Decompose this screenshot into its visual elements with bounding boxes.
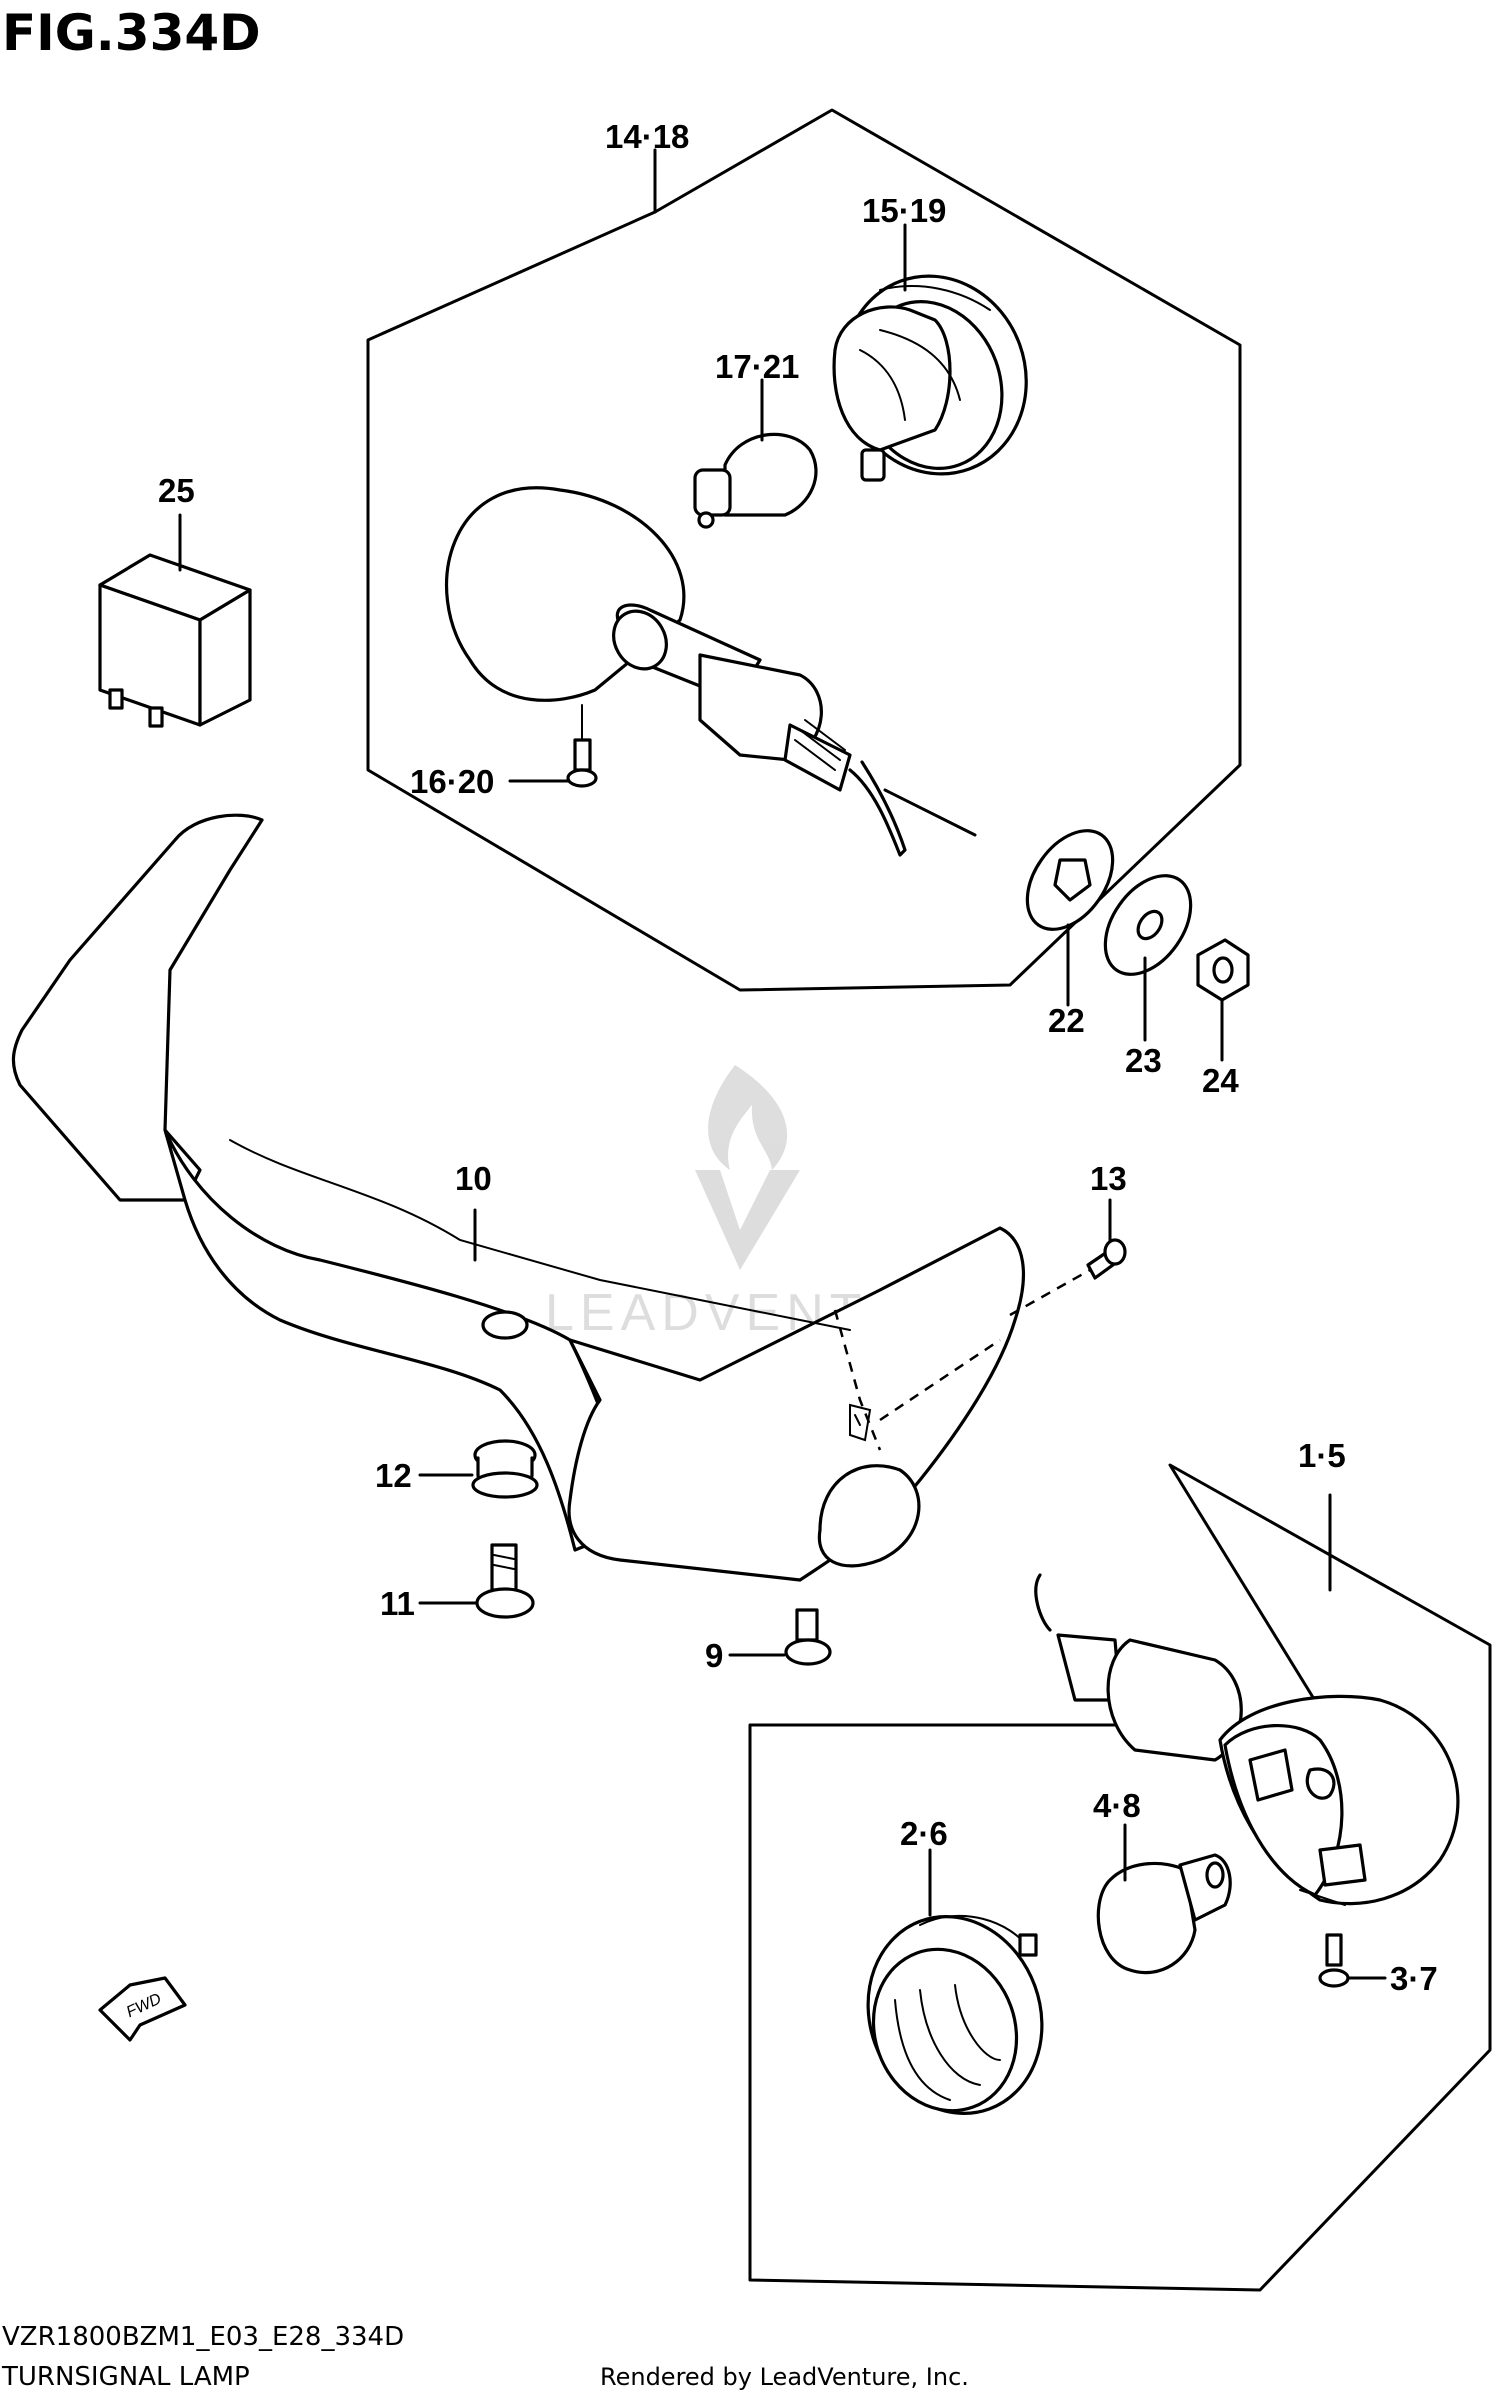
bulb-part-lower	[1096, 1853, 1232, 1975]
callout-label: 2·6	[900, 1815, 948, 1852]
callout-label: 25	[158, 472, 195, 509]
callout-label: 17·21	[715, 348, 799, 385]
callout-label: 12	[375, 1457, 412, 1494]
bracket-part	[11, 813, 1091, 1582]
callout-label: 23	[1125, 1042, 1162, 1079]
figure-name: TURNSIGNAL LAMP	[1, 2362, 250, 2392]
render-credit: Rendered by LeadVenture, Inc.	[600, 2363, 969, 2391]
figure-title: FIG.334D	[2, 4, 261, 62]
lens-part-lower	[866, 1914, 1044, 2115]
model-code: VZR1800BZM1_E03_E28_334D	[2, 2322, 404, 2352]
bolt-part-9	[784, 1608, 832, 1666]
relay-part	[98, 553, 252, 728]
callout-label: 24	[1202, 1062, 1239, 1099]
callout-label: 22	[1048, 1002, 1085, 1039]
callout-label: 3·7	[1390, 1960, 1438, 1997]
screw-part-13	[1086, 1238, 1127, 1280]
callout-label: 4·8	[1093, 1787, 1141, 1824]
assembly-outline-upper	[366, 108, 1242, 992]
turn-signal-body-upper	[445, 486, 977, 857]
callout-label: 10	[455, 1160, 492, 1197]
callout-label: 15·19	[862, 192, 946, 229]
turn-signal-body-lower	[1034, 1573, 1460, 1906]
callout-label: 13	[1090, 1160, 1127, 1197]
rubber-washer-part	[1025, 829, 1115, 931]
bolt-part	[475, 1543, 535, 1619]
flat-washer-part	[1103, 874, 1193, 976]
bulb-part-upper	[693, 432, 818, 529]
screw-part-lower	[1318, 1933, 1350, 1988]
callout-label: 16·20	[410, 763, 494, 800]
screw-part-upper	[566, 738, 598, 788]
callout-label: 11	[380, 1585, 415, 1622]
grommet-part	[471, 1439, 539, 1499]
lens-housing-part	[832, 274, 1028, 482]
fwd-arrow-icon: FWD	[98, 1976, 187, 2042]
callout-label: 14·18	[605, 118, 689, 155]
callout-label: 9	[705, 1637, 723, 1674]
callout-label: 1·5	[1298, 1437, 1346, 1474]
nut-part	[1196, 938, 1250, 1002]
